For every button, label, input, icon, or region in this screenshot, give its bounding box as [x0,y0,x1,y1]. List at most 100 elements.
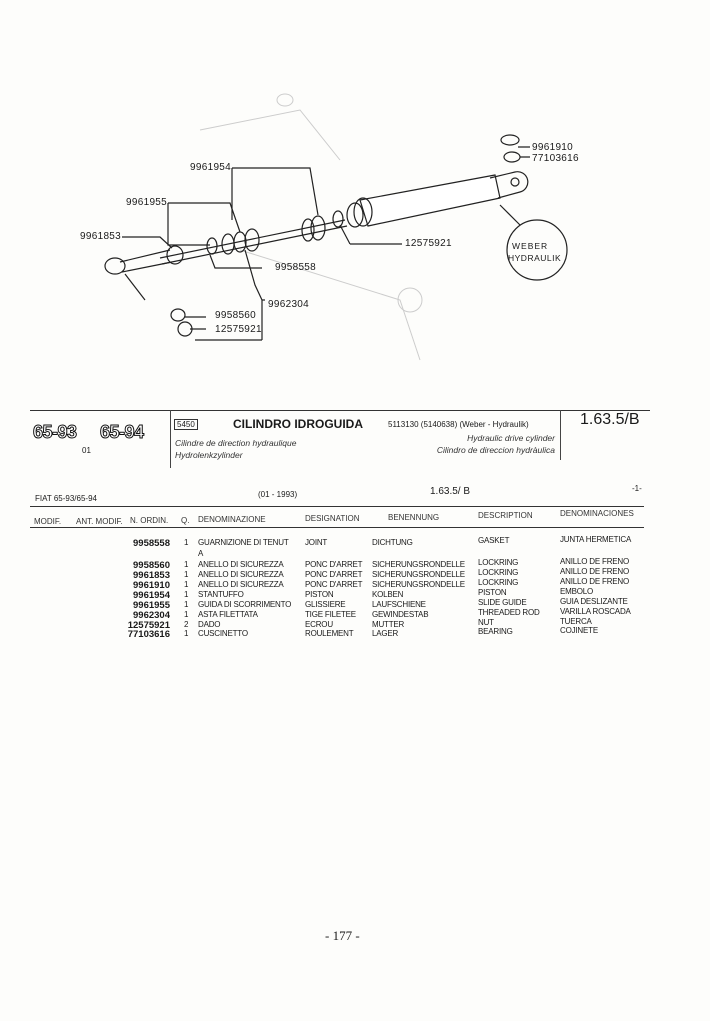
row-denominazione: ASTA FILETTATA [198,610,258,619]
divider [560,410,561,460]
sub-ref: 1.63.5/ B [430,486,471,497]
title-fr: Cilindre de direction hydraulique [175,438,297,448]
col-designation: DESIGNATION [305,514,360,523]
row-designation: JOINT [305,538,328,547]
exploded-diagram [104,93,568,361]
sub-date: (01 - 1993) [258,490,298,499]
row-quantity: 1 [184,538,189,547]
row-denominazione: GUIDA DI SCORRIMENTO [198,600,292,609]
col-denominaciones: DENOMINACIONES [560,509,634,518]
row-description: LOCKRING [478,568,519,577]
callout-9961954: 9961954 [190,162,232,173]
callout-77103616: 77103616 [532,153,579,164]
col-benennung: BENENNUNG [388,513,440,522]
callout-9961955: 9961955 [126,197,168,208]
sub-model: FIAT 65-93/65-94 [35,494,97,503]
row-quantity: 1 [184,610,189,619]
title-de: Hydrolenkzylinder [175,450,243,460]
col-description: DESCRIPTION [478,511,533,520]
row-quantity: 1 [184,590,189,599]
row-denominaciones: VARILLA ROSCADA [560,607,631,616]
callout-9961853: 9961853 [80,231,122,242]
row-part-number: 9958560 [133,560,170,571]
row-benennung: LAGER [372,629,399,638]
row-description: GASKET [478,536,510,545]
title-en: Hydraulic drive cylinder [467,433,555,443]
row-designation: ECROU [305,620,333,629]
row-denominaciones: JUNTA HERMETICA [560,535,632,544]
row-denominaciones: EMBOLO [560,587,594,596]
rule [30,527,644,528]
group-code: 5450 [174,419,198,430]
row-description: THREADED ROD [478,608,540,617]
title-es: Cilindro de direccion hydràulica [436,445,555,455]
row-description: SLIDE GUIDE [478,598,527,607]
row-benennung: GEWINDESTAB [372,610,429,619]
row-designation: PONC D'ARRET [305,560,363,569]
row-benennung: SICHERUNGSRONDELLE [372,580,465,589]
row-designation: PISTON [305,590,334,599]
row-denominazione: STANTUFFO [198,590,244,599]
col-ant-modif: ANT. MODIF. [76,517,123,526]
row-benennung: LAUFSCHIENE [372,600,426,609]
row-part-number: 9961955 [133,600,170,611]
row-denominazione-cont: A [198,549,204,558]
row-quantity: 2 [184,620,189,629]
col-denominazione: DENOMINAZIONE [198,515,266,524]
row-part-number: 9961853 [133,570,170,581]
callout-9961910: 9961910 [532,142,574,153]
row-benennung: MUTTER [372,620,405,629]
model-65-93: 65-93 [33,422,78,443]
row-denominaciones: ANILLO DE FRENO [560,567,630,576]
row-benennung: KOLBEN [372,590,404,599]
row-denominaciones: COJINETE [560,626,598,635]
row-designation: PONC D'ARRET [305,570,363,579]
row-denominazione: ANELLO DI SICUREZZA [198,580,284,589]
row-description: LOCKRING [478,578,519,587]
callout-9962304: 9962304 [268,299,310,310]
row-denominaciones: TUERCA [560,617,592,626]
row-description: NUT [478,618,494,627]
row-denominazione: DADO [198,620,221,629]
col-modif: MODIF. [34,517,62,526]
row-denominaciones: GUIA DESLIZANTE [560,597,628,606]
row-quantity: 1 [184,629,189,638]
callout-9958558: 9958558 [275,262,317,273]
model-sub: 01 [82,446,91,455]
row-part-number: 12575921 [127,620,170,631]
sub-page: -1- [632,484,642,493]
model-65-94: 65-94 [100,422,145,443]
badge-hydraulik: HYDRAULIK [508,253,562,263]
page-title: CILINDRO IDROGUIDA [233,417,363,431]
callout-9958560: 9958560 [215,310,257,321]
row-denominaciones: ANILLO DE FRENO [560,577,630,586]
row-denominaciones: ANILLO DE FRENO [560,557,630,566]
col-q: Q. [181,516,190,525]
row-part-number: 77103616 [127,629,170,640]
row-quantity: 1 [184,560,189,569]
row-denominazione: CUSCINETTO [198,629,248,638]
row-quantity: 1 [184,570,189,579]
row-part-number: 9961954 [133,590,170,601]
row-benennung: SICHERUNGSRONDELLE [372,560,465,569]
row-denominazione: GUARNIZIONE DI TENUT [198,538,289,547]
row-part-number: 9961910 [133,580,170,591]
row-part-number: 9958558 [133,538,170,549]
badge-weber: WEBER [512,241,549,251]
row-designation: PONC D'ARRET [305,580,363,589]
row-benennung: DICHTUNG [372,538,413,547]
row-designation: GLISSIERE [305,600,346,609]
row-denominazione: ANELLO DI SICUREZZA [198,570,284,579]
row-description: LOCKRING [478,558,519,567]
row-description: PISTON [478,588,507,597]
title-ref: 5113130 (5140638) (Weber - Hydraulik) [388,420,529,429]
page-ref: 1.63.5/B [580,411,640,428]
rule [30,506,644,507]
row-quantity: 1 [184,580,189,589]
callout-12575921: 12575921 [405,238,452,249]
divider [170,410,171,468]
row-benennung: SICHERUNGSRONDELLE [372,570,465,579]
row-part-number: 9962304 [133,610,170,621]
row-designation: TIGE FILETEE [305,610,356,619]
row-designation: ROULEMENT [305,629,354,638]
